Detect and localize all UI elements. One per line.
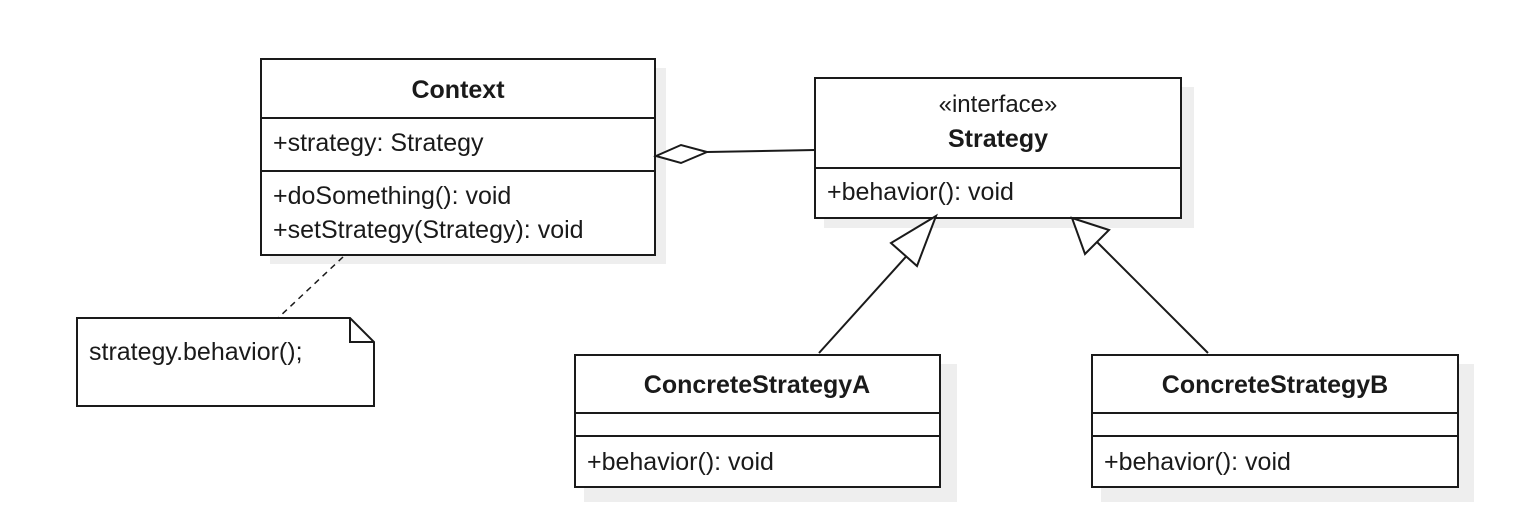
- class-concrete-strategy-b[interactable]: ConcreteStrategyB +behavior(): void: [1091, 354, 1474, 502]
- note-text: strategy.behavior();: [89, 338, 303, 366]
- context-attribute-strategy: +strategy: Strategy: [273, 129, 484, 157]
- context-operation-setstrategy: +setStrategy(Strategy): void: [273, 216, 584, 244]
- class-context[interactable]: Context +strategy: Strategy +doSomething…: [260, 58, 666, 264]
- aggregation-diamond-icon: [653, 143, 711, 165]
- realization-concrete-a: [818, 213, 938, 354]
- realization-arrowhead-icon: [1070, 216, 1111, 256]
- class-context-name: Context: [411, 76, 505, 104]
- strategy-stereotype: «interface»: [939, 91, 1058, 118]
- concrete-b-operation-behavior: +behavior(): void: [1104, 448, 1291, 476]
- class-concrete-strategy-b-name: ConcreteStrategyB: [1162, 371, 1388, 399]
- class-concrete-strategy-a[interactable]: ConcreteStrategyA +behavior(): void: [574, 354, 957, 502]
- note-anchor-line: [277, 256, 344, 319]
- context-operation-dosomething: +doSomething(): void: [273, 182, 511, 210]
- aggregation-context-strategy: [653, 143, 816, 165]
- class-strategy-name: Strategy: [948, 125, 1048, 153]
- class-concrete-strategy-a-name: ConcreteStrategyA: [644, 371, 870, 399]
- realization-arrowhead-icon: [889, 213, 938, 268]
- strategy-operation-behavior: +behavior(): void: [827, 178, 1014, 206]
- note[interactable]: strategy.behavior();: [76, 317, 375, 407]
- class-strategy-interface[interactable]: «interface» Strategy +behavior(): void: [814, 77, 1194, 228]
- realization-concrete-b: [1070, 216, 1209, 354]
- concrete-a-operation-behavior: +behavior(): void: [587, 448, 774, 476]
